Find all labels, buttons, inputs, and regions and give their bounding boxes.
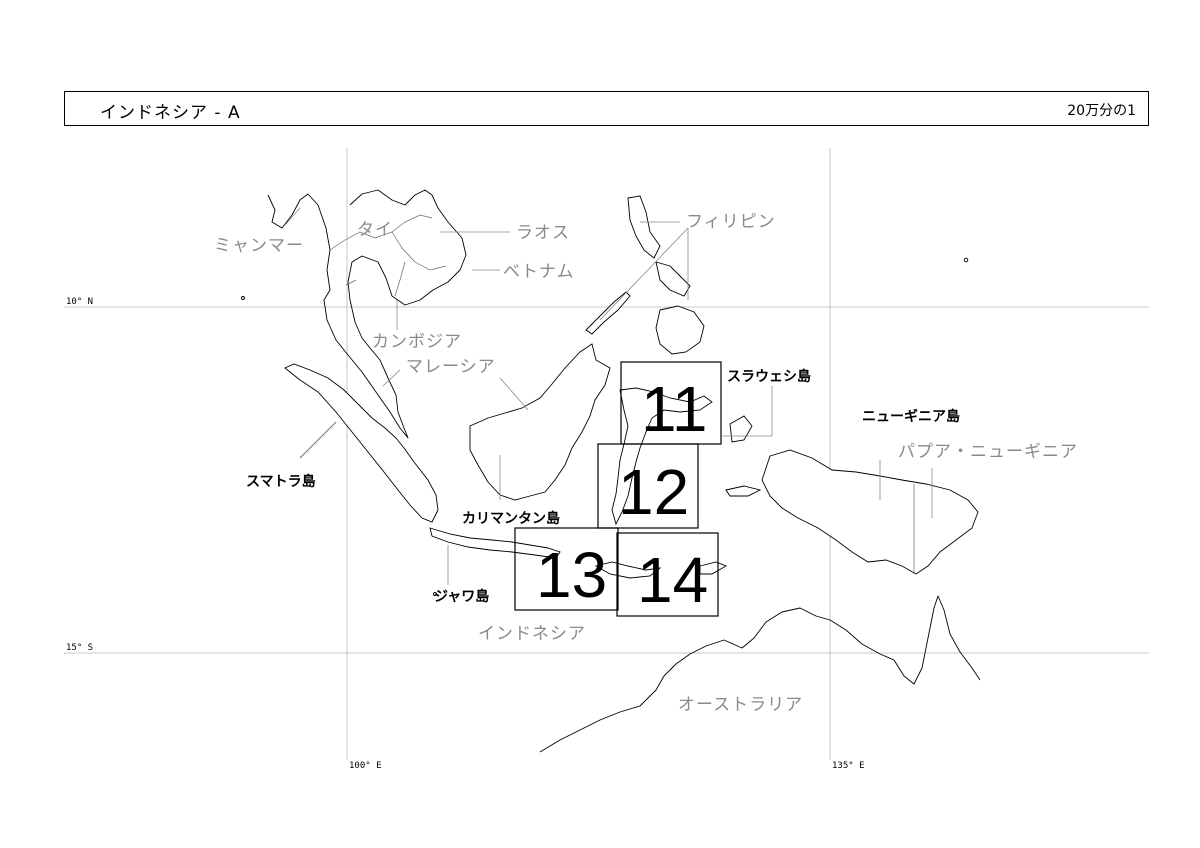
coord-label-10n: 10° N	[66, 297, 93, 307]
islet-pacific	[963, 257, 969, 263]
sheet-13-number: 13	[536, 539, 607, 611]
label-sulawesi: スラウェシ島	[727, 368, 811, 385]
map-title: インドネシア - A	[100, 103, 241, 123]
sheet-12[interactable]: 12	[597, 443, 699, 529]
sheet-14-number: 14	[637, 544, 708, 616]
coord-label-135e: 135° E	[832, 761, 865, 771]
label-laos: ラオス	[516, 223, 570, 243]
visayas-islands	[655, 261, 691, 297]
label-new-guinea: ニューギニア島	[862, 408, 960, 425]
label-cambodia: カンボジア	[372, 332, 462, 352]
mainland-southeast-asia-coast	[267, 189, 467, 439]
label-philippines: フィリピン	[686, 212, 776, 232]
australia-coast	[539, 595, 981, 753]
label-java: ジャワ島	[434, 588, 489, 605]
label-kalimantan: カリマンタン島	[462, 510, 560, 527]
seram-island	[725, 485, 762, 497]
label-australia: オーストラリア	[678, 695, 803, 715]
sheet-12-number: 12	[618, 456, 689, 528]
java-island	[429, 527, 561, 559]
luzon-island	[627, 195, 661, 259]
leader-malaysia-west	[382, 369, 401, 387]
borneo-island	[469, 343, 611, 501]
map-header: インドネシア - A 20万分の1	[64, 91, 1149, 126]
coord-label-100e: 100° E	[349, 761, 382, 771]
label-vietnam: ベトナム	[503, 262, 575, 282]
leader-philippines-palawan	[599, 227, 689, 321]
border-mainland	[329, 214, 447, 297]
label-sumatra: スマトラ島	[246, 473, 316, 490]
map-scale: 20万分の1	[1067, 103, 1136, 119]
label-papua-new-guinea: パプア・ニューギニア	[898, 442, 1078, 462]
label-malaysia: マレーシア	[406, 357, 496, 377]
sheet-14[interactable]: 14	[616, 532, 719, 617]
label-thailand: タイ	[357, 220, 393, 240]
leader-malaysia-east	[499, 377, 529, 411]
coord-label-15s: 15° S	[66, 643, 93, 653]
islet-andaman	[241, 296, 245, 300]
label-myanmar: ミャンマー	[214, 236, 304, 256]
new-guinea-island	[761, 449, 979, 575]
timor-island	[699, 561, 728, 575]
sumatra-island	[284, 363, 439, 523]
sheet-11-number: 11	[641, 373, 707, 445]
sulawesi-island	[611, 387, 713, 526]
leader-sumatra	[299, 421, 337, 459]
palawan-island	[585, 291, 631, 335]
moluccas-islands	[729, 415, 753, 443]
islet-christmas	[433, 592, 437, 596]
mindanao-island	[655, 305, 705, 355]
sheet-13[interactable]: 13	[514, 527, 619, 611]
leader-myanmar	[284, 207, 301, 226]
label-indonesia: インドネシア	[478, 624, 586, 644]
